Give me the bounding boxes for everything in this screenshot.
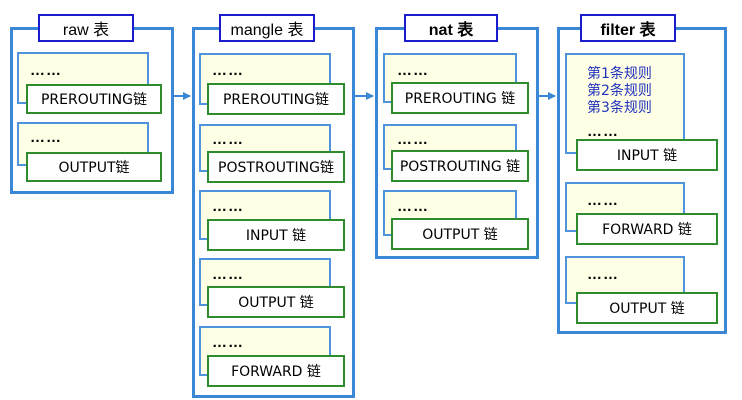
nat-postrouting-chain: POSTROUTING 链 <box>391 150 529 182</box>
nat-table-title: nat 表 <box>404 14 498 42</box>
mangle-postrouting-chain: POSTROUTING链 <box>207 151 345 183</box>
mangle-output-chain: OUTPUT 链 <box>207 286 345 318</box>
filter-rule-line-3: 第3条规则 <box>587 100 652 116</box>
nat-rule-dots-1: …… <box>397 62 429 79</box>
raw-rule-dots-2: …… <box>30 129 62 146</box>
filter-output-chain: OUTPUT 链 <box>576 292 718 324</box>
filter-rule-line-1: 第1条规则 <box>587 66 652 82</box>
filter-rule-dots-3: …… <box>587 266 619 283</box>
mangle-prerouting-chain: PREROUTING链 <box>207 83 345 115</box>
mangle-rule-dots-1: …… <box>212 62 244 79</box>
filter-rule-dots-1: …… <box>587 123 619 140</box>
mangle-forward-chain: FORWARD 链 <box>207 355 345 387</box>
mangle-rule-dots-5: …… <box>212 334 244 351</box>
filter-input-chain: INPUT 链 <box>576 139 718 171</box>
mangle-input-chain: INPUT 链 <box>207 219 345 251</box>
filter-rule-line-2: 第2条规则 <box>587 83 652 99</box>
mangle-rule-dots-2: …… <box>212 131 244 148</box>
mangle-rule-dots-3: …… <box>212 198 244 215</box>
nat-prerouting-chain: PREROUTING 链 <box>391 82 529 114</box>
raw-table-title: raw 表 <box>38 14 134 42</box>
filter-table-title: filter 表 <box>580 14 676 42</box>
raw-output-chain: OUTPUT链 <box>26 152 162 182</box>
raw-rule-dots-1: …… <box>30 62 62 79</box>
nat-rule-dots-2: …… <box>397 131 429 148</box>
mangle-table-title: mangle 表 <box>219 14 315 42</box>
filter-rule-list: 第1条规则 第2条规则 第3条规则 <box>587 66 652 117</box>
nat-output-chain: OUTPUT 链 <box>391 218 529 250</box>
filter-rule-dots-2: …… <box>587 192 619 209</box>
raw-prerouting-chain: PREROUTING链 <box>26 84 162 114</box>
mangle-rule-dots-4: …… <box>212 266 244 283</box>
filter-forward-chain: FORWARD 链 <box>576 213 718 245</box>
nat-rule-dots-3: …… <box>397 198 429 215</box>
